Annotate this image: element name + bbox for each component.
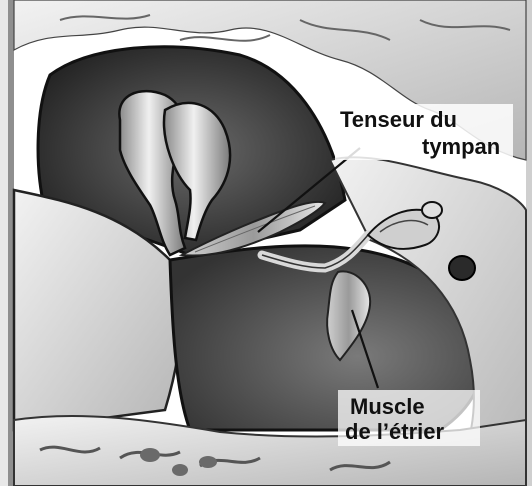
bone-pore bbox=[140, 448, 160, 462]
tensor-label-line1: Tenseur du bbox=[340, 107, 457, 132]
bone-pore bbox=[199, 456, 217, 468]
stapedius-label-line2: de l’étrier bbox=[345, 419, 444, 444]
stapedius-label-line1: Muscle bbox=[350, 394, 425, 419]
stapes-footplate bbox=[422, 202, 442, 218]
round-window bbox=[449, 256, 475, 280]
left-frame-strip bbox=[0, 0, 8, 486]
bone-pore bbox=[172, 464, 188, 476]
tensor-label-line2: tympan bbox=[422, 134, 500, 159]
